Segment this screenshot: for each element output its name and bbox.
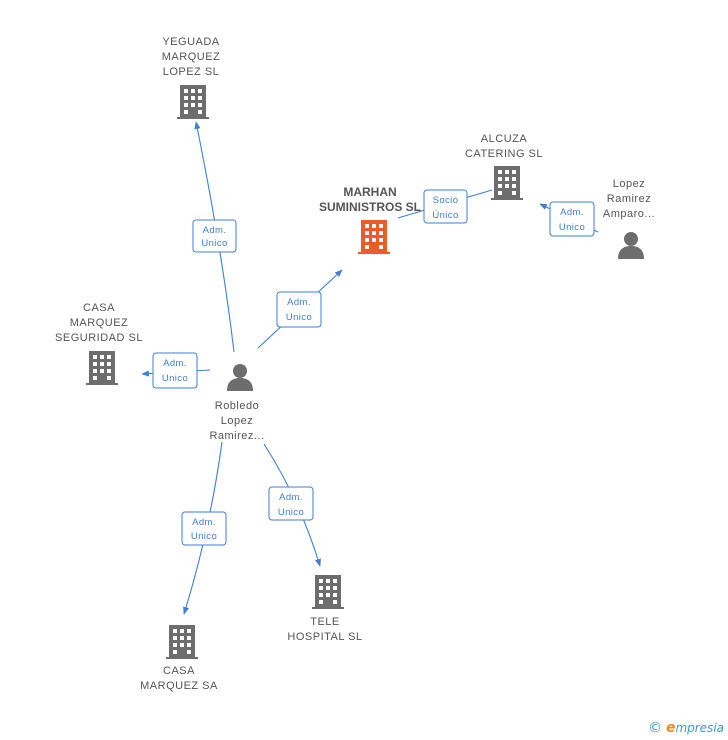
edge-badge-alcuza-lopez: Adm. Unico (549, 201, 595, 237)
badge-line-2: Unico (278, 507, 304, 518)
brand-logo-text: mpresia (675, 721, 724, 735)
badge-line-1: Adm. (560, 207, 584, 218)
edge-badge-yeguada: Adm. Unico (192, 219, 237, 253)
badge-line-1: Adm. (163, 358, 187, 369)
node-label-line: Robledo (215, 400, 259, 412)
badge-line-1: Adm. (287, 297, 311, 308)
node-label-line: Lopez (221, 415, 253, 427)
edge-badge-casa-seguridad: Adm. Unico (152, 352, 198, 389)
building-icon (312, 575, 344, 609)
building-icon (177, 85, 209, 119)
copyright-symbol: © (648, 720, 663, 736)
building-icon (86, 351, 118, 385)
node-lopez-ramirez-amparo[interactable]: Lopez Ramirez Amparo... (603, 178, 655, 259)
node-label-line: ALCUZA (481, 133, 528, 145)
badge-line-2: Unico (162, 373, 188, 384)
node-label-line: CASA (163, 665, 195, 677)
badge-line-1: Socio (433, 195, 459, 206)
badge-line-2: Unico (559, 222, 585, 233)
edge-badge-casa-sa: Adm. Unico (181, 511, 227, 546)
edge-badge-marhan: Adm. Unico (276, 291, 322, 328)
badge-line-2: Único (432, 210, 458, 221)
brand-logo-initial: e (665, 720, 676, 736)
node-label-line: LOPEZ SL (163, 66, 220, 78)
node-label-line: MARQUEZ SA (140, 680, 218, 692)
badge-line-1: Adm. (192, 517, 216, 528)
building-icon (166, 625, 198, 659)
node-casa-marquez-seguridad[interactable]: CASA MARQUEZ SEGURIDAD SL (55, 302, 143, 385)
badge-line-1: Adm. (203, 225, 227, 236)
node-label-line: MARQUEZ (162, 51, 221, 63)
node-label-line: CASA (83, 302, 115, 314)
node-label-line: Ramirez (607, 193, 651, 205)
node-label-line: MARHAN (343, 185, 396, 199)
node-label-line: Amparo... (603, 208, 655, 220)
node-label-line: HOSPITAL SL (287, 631, 362, 643)
badge-line-2: Unico (201, 238, 227, 249)
node-label-line: TELE (310, 616, 340, 628)
node-label-line: Lopez (613, 178, 645, 190)
building-icon (358, 220, 390, 254)
person-icon (227, 364, 253, 391)
node-label-line: SUMINISTROS SL (319, 200, 421, 214)
node-label-line: SEGURIDAD SL (55, 332, 143, 344)
badge-line-2: Unico (191, 531, 217, 542)
node-tele-hospital[interactable]: TELE HOSPITAL SL (287, 575, 362, 643)
node-robledo-lopez-ramirez[interactable]: Robledo Lopez Ramirez... (209, 364, 264, 442)
edge-badge-tele: Adm. Unico (268, 486, 314, 521)
node-casa-marquez-sa[interactable]: CASA MARQUEZ SA (140, 625, 218, 692)
node-alcuza-catering[interactable]: ALCUZA CATERING SL (465, 133, 543, 200)
node-label-line: Ramirez... (209, 430, 264, 442)
node-label-line: CATERING SL (465, 148, 543, 160)
badge-line-1: Adm. (279, 492, 303, 503)
edge-badge-marhan-alcuza: Socio Único (423, 189, 468, 224)
building-icon (491, 166, 523, 200)
node-label-line: YEGUADA (162, 36, 219, 48)
node-marhan-suministros[interactable]: MARHAN SUMINISTROS SL (319, 185, 421, 254)
badge-line-2: Unico (286, 312, 312, 323)
person-icon (618, 232, 644, 259)
node-label-line: MARQUEZ (70, 317, 129, 329)
brand-footer: © empresia (648, 720, 724, 736)
node-yeguada-marquez-lopez[interactable]: YEGUADA MARQUEZ LOPEZ SL (162, 36, 221, 119)
